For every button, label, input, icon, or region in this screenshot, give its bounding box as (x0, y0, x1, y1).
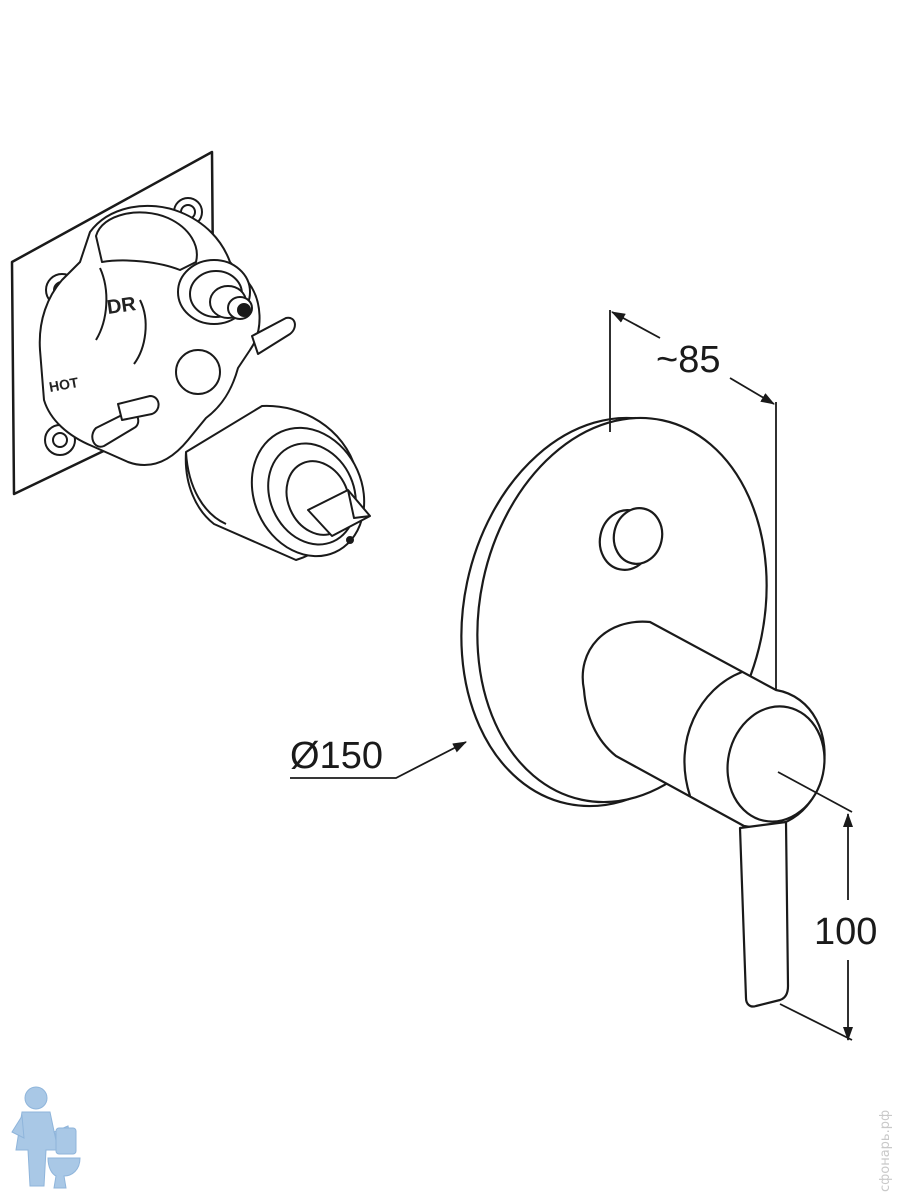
diverter-button (598, 507, 664, 571)
body-label-side-port: HOT (48, 374, 80, 395)
lever-extension-bottom (779, 1003, 853, 1041)
dimension-diameter-label: Ø150 (290, 735, 383, 777)
finish-set (460, 416, 826, 1008)
upper-boss (95, 211, 198, 271)
handle-cylinder (581, 620, 826, 829)
right-stub (251, 316, 296, 355)
body-label-top-port: DR (106, 293, 138, 319)
lever-arm (738, 820, 790, 1008)
top-port-outlet (177, 259, 253, 325)
center-boss (175, 349, 221, 395)
depth-arrow-left (611, 311, 661, 339)
watermark-site-text: сфонарь.рф (878, 1110, 893, 1192)
dimension-depth-label: ~85 (656, 339, 720, 381)
plumber-with-toilet-icon (11, 1086, 81, 1189)
lever-extension-top (777, 771, 853, 813)
cartridge (184, 404, 371, 561)
concealed-valve-body: DR HOT (10, 150, 371, 561)
diameter-leader (290, 741, 467, 779)
dimension-lines (290, 310, 853, 1041)
depth-arrow-right (729, 377, 775, 405)
dimension-lever-label: 100 (814, 911, 877, 953)
